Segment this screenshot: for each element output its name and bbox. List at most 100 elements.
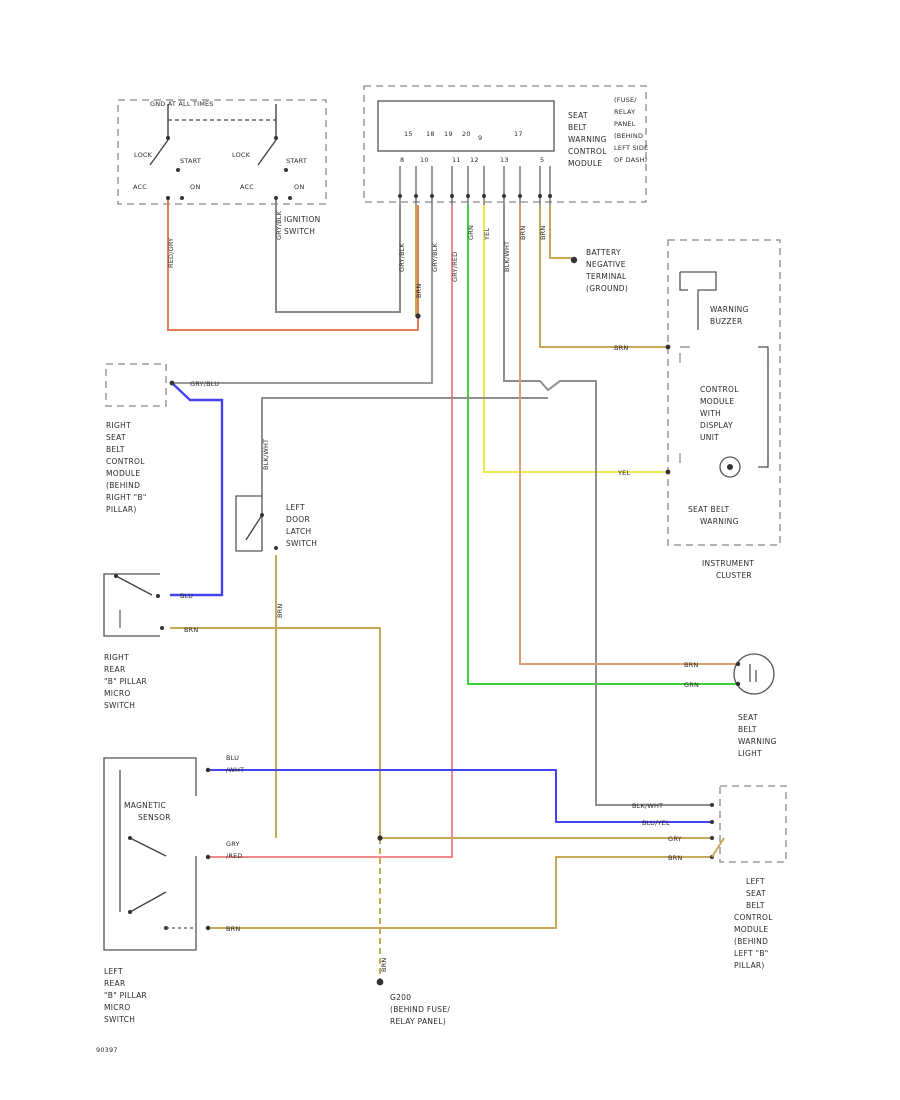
seat-belt-lamp bbox=[719, 456, 741, 478]
wl-m9: BRN bbox=[539, 226, 547, 240]
light-wire-2: GRN bbox=[684, 681, 699, 689]
latch-wire: BLK/WHT bbox=[262, 439, 270, 470]
left-rear-micro-switch: BLU /WHT MAGNETIC SENSOR GRY /RED BRN LE… bbox=[103, 754, 244, 1024]
left-micro-wire-2b: /RED bbox=[226, 852, 243, 860]
right-module-label-1: RIGHT bbox=[106, 421, 131, 430]
wire-blk-wht-main bbox=[503, 205, 712, 806]
left-module-label-3: BELT bbox=[746, 901, 765, 910]
latch-label-1: LEFT bbox=[286, 503, 305, 512]
ground-label-2: (BEHIND FUSE/ bbox=[390, 1005, 450, 1014]
wl-m7: BLK/WHT bbox=[503, 241, 511, 272]
module-label-3: WARNING bbox=[568, 135, 607, 144]
pin-10: 10 bbox=[420, 156, 429, 164]
pin-17: 17 bbox=[514, 130, 523, 138]
control-label-2: MODULE bbox=[700, 397, 734, 406]
right-seat-belt-module: GRY/BLU RIGHT SEAT BELT CONTROL MODULE (… bbox=[105, 363, 219, 514]
wire-red-gry bbox=[167, 200, 419, 331]
ground-label-3: RELAY PANEL) bbox=[390, 1017, 446, 1026]
buzzer-label-2: BUZZER bbox=[710, 317, 743, 326]
seat-belt-label-2: WARNING bbox=[700, 517, 739, 526]
battery-label-1: BATTERY bbox=[586, 248, 621, 257]
wire-gry-blk-right bbox=[172, 205, 433, 384]
wl-m5: GRN bbox=[467, 225, 475, 240]
left-module-label-2: SEAT bbox=[746, 889, 766, 898]
left-module-label-5: MODULE bbox=[734, 925, 768, 934]
left-micro-wire-3: BRN bbox=[226, 925, 240, 933]
location-5: LEFT SIDE bbox=[614, 144, 648, 152]
right-micro-label-5: SWITCH bbox=[104, 701, 135, 710]
wl-m3: GRY/BLK bbox=[431, 242, 439, 272]
right-micro-label-4: MICRO bbox=[104, 689, 131, 698]
ignition-label-2: SWITCH bbox=[284, 227, 315, 236]
left-module-label-1: LEFT bbox=[746, 877, 765, 886]
wire-blu-right bbox=[170, 382, 224, 597]
ignition-title: GND AT ALL TIMES bbox=[150, 100, 214, 108]
latch-label-4: SWITCH bbox=[286, 539, 317, 548]
left-micro-label-2: REAR bbox=[104, 979, 126, 988]
light-wire-1: BRN bbox=[684, 661, 698, 669]
right-module-label-4: CONTROL bbox=[106, 457, 145, 466]
wire-brn-right-micro bbox=[170, 627, 712, 839]
ignition-switch: GND AT ALL TIMES LOCK START ACC ON LOCK … bbox=[117, 99, 327, 236]
left-module-label-4: CONTROL bbox=[734, 913, 773, 922]
wl-m8: BRN bbox=[519, 226, 527, 240]
right-module-label-5: MODULE bbox=[106, 469, 140, 478]
pin-13: 13 bbox=[500, 156, 509, 164]
location-2: RELAY bbox=[614, 108, 635, 116]
location-3: PANEL bbox=[614, 120, 636, 128]
pin-20: 20 bbox=[462, 130, 471, 138]
pin-8: 8 bbox=[400, 156, 404, 164]
battery-label-4: (GROUND) bbox=[586, 284, 628, 293]
right-module-label-6: (BEHIND bbox=[106, 481, 140, 490]
module-label-1: SEAT bbox=[568, 111, 588, 120]
left-micro-wire-1b: /WHT bbox=[226, 766, 244, 774]
cluster-yel-wire: YEL bbox=[617, 469, 630, 477]
pin-15: 15 bbox=[404, 130, 413, 138]
left-micro-wire-1a: BLU bbox=[226, 754, 239, 762]
wire-brn-buzzer bbox=[539, 205, 668, 348]
battery-label-2: NEGATIVE bbox=[586, 260, 626, 269]
left-micro-label-5: SWITCH bbox=[104, 1015, 135, 1024]
right-module-wire: GRY/BLU bbox=[190, 380, 219, 388]
left-micro-label-4: MICRO bbox=[104, 1003, 131, 1012]
wire-grn bbox=[467, 205, 738, 685]
pin-18: 18 bbox=[426, 130, 435, 138]
warning-module-box bbox=[377, 100, 555, 152]
battery-label-3: TERMINAL bbox=[585, 272, 627, 281]
left-module-wire-1: BLK/WHT bbox=[632, 802, 663, 810]
cluster-box bbox=[667, 239, 781, 546]
right-micro-label-2: REAR bbox=[104, 665, 126, 674]
control-label-5: UNIT bbox=[700, 433, 719, 442]
location-1: (FUSE/ bbox=[614, 96, 637, 104]
fuse-relay-panel-box bbox=[363, 85, 647, 203]
module-label-2: BELT bbox=[568, 123, 587, 132]
light-label-1: SEAT bbox=[738, 713, 758, 722]
wire-brn-light bbox=[519, 205, 738, 665]
wl-m1: GRY/BLK bbox=[398, 242, 406, 272]
ignition-acc-2: ACC bbox=[240, 183, 254, 191]
wire-gry-red bbox=[208, 205, 453, 858]
instrument-cluster: WARNING BUZZER BRN CONTROL MODULE WITH D… bbox=[614, 239, 781, 580]
left-micro-box bbox=[103, 757, 197, 951]
warning-light-bulb bbox=[733, 653, 775, 695]
ignition-acc-1: ACC bbox=[133, 183, 147, 191]
location-4: (BEHIND bbox=[614, 132, 643, 140]
seat-belt-warning-light: BRN GRN SEAT BELT WARNING LIGHT bbox=[684, 653, 776, 758]
right-module-box bbox=[105, 363, 167, 407]
wl-gry-blk-ign: GRY/BLK bbox=[275, 210, 283, 240]
magnetic-label-1: MAGNETIC bbox=[124, 801, 166, 810]
right-module-label-7: RIGHT "B" bbox=[106, 493, 147, 502]
control-module-box bbox=[679, 346, 769, 468]
ground-g200: BRN G200 (BEHIND FUSE/ RELAY PANEL) bbox=[380, 958, 450, 1026]
light-label-4: LIGHT bbox=[738, 749, 762, 758]
wl-m6: YEL bbox=[483, 228, 491, 241]
left-module-label-6: (BEHIND bbox=[734, 937, 768, 946]
right-micro-label-3: "B" PILLAR bbox=[104, 677, 147, 686]
left-micro-label-1: LEFT bbox=[104, 967, 123, 976]
control-label-1: CONTROL bbox=[700, 385, 739, 394]
wire-gry-blk-ign bbox=[275, 200, 401, 313]
right-micro-wire-2: BRN bbox=[184, 626, 198, 634]
ignition-lock-2: LOCK bbox=[232, 151, 251, 159]
wl-m2: BRN bbox=[415, 284, 423, 298]
